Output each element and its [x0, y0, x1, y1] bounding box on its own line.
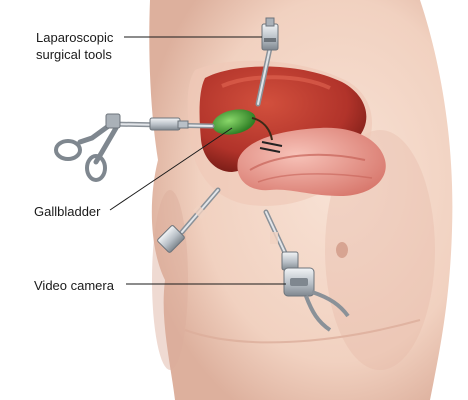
grasper-instrument-icon — [255, 17, 279, 107]
intestine-fold — [249, 153, 366, 171]
navel — [336, 242, 348, 258]
label-video-camera: Video camera — [34, 278, 114, 293]
side-shading — [152, 190, 188, 370]
label-laparoscopic-tools: Laparoscopic surgical tools — [36, 29, 113, 63]
clip-2 — [259, 147, 281, 153]
liver-highlight — [221, 75, 331, 90]
trocar-port-icon — [157, 187, 221, 253]
intestine-fold-2 — [257, 173, 373, 183]
video-camera-icon — [263, 209, 350, 332]
clip-1 — [261, 141, 283, 147]
label-gallbladder: Gallbladder — [34, 204, 101, 219]
belly-fold — [184, 319, 421, 344]
scissor-grasper-instrument — [54, 113, 215, 182]
leader-gallbladder — [109, 127, 233, 211]
gallbladder-organ — [212, 109, 256, 135]
label-tools-line2: surgical tools — [36, 47, 112, 62]
label-tools-line1: Laparoscopic — [36, 30, 114, 45]
bile-duct — [251, 117, 273, 141]
